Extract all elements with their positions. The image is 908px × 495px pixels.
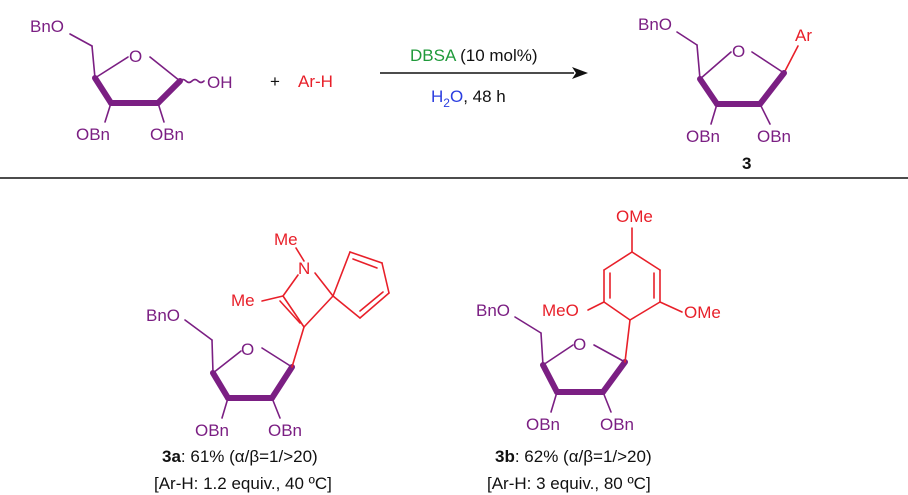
p3-obn-left: OBn	[686, 127, 720, 146]
p3b-ome-top: OMe	[616, 207, 653, 226]
p3a-n-methyl: Me	[274, 230, 298, 249]
reaction-arrow	[380, 67, 588, 79]
product-3b-structure: BnO O OBn OBn OMe MeO OMe	[476, 207, 721, 434]
p3-obn-right: OBn	[757, 127, 791, 146]
p3a-ring-oxygen: O	[241, 340, 254, 359]
caption-3b-yield-text: : 62% (α/β=1/>20)	[515, 447, 652, 466]
plus-sign: +	[270, 72, 280, 91]
p3a-indole-nitrogen: N	[298, 259, 310, 278]
caption-3a-yield: 3a: 61% (α/β=1/>20)	[162, 447, 318, 466]
p3b-meo-left: MeO	[542, 301, 579, 320]
p3b-bno-label: BnO	[476, 301, 510, 320]
solvent-conditions: H2O, 48 h	[431, 87, 506, 110]
starting-sugar: BnO O OH OBn OBn	[30, 17, 233, 144]
product-3-structure: BnO O Ar OBn OBn 3	[638, 15, 812, 173]
catalyst-loading: (10 mol%)	[455, 46, 537, 65]
caption-3b-conditions: [Ar-H: 3 equiv., 80 ºC]	[487, 474, 651, 493]
solvent-o: O	[450, 87, 463, 106]
caption-3a-yield-text: : 61% (α/β=1/>20)	[181, 447, 318, 466]
p3-aryl-label: Ar	[795, 26, 812, 45]
arene-reagent: Ar-H	[298, 72, 333, 91]
product-number: 3	[742, 154, 751, 173]
caption-3a-id: 3a	[162, 447, 181, 466]
p3a-c2-methyl: Me	[231, 291, 255, 310]
caption-3b-id: 3b	[495, 447, 515, 466]
solvent-h: H	[431, 87, 443, 106]
p3a-bno-label: BnO	[146, 306, 180, 325]
p3b-obn-left: OBn	[526, 415, 560, 434]
caption-3a-conditions: [Ar-H: 1.2 equiv., 40 ºC]	[154, 474, 332, 493]
catalyst-conditions: DBSA (10 mol%)	[410, 46, 538, 65]
catalyst-name: DBSA	[410, 46, 457, 65]
sm-obn-left: OBn	[76, 125, 110, 144]
solvent-subscript: 2	[443, 96, 450, 110]
p3b-ring-oxygen: O	[573, 335, 586, 354]
p3a-obn-right: OBn	[268, 421, 302, 440]
p3-ring-oxygen: O	[732, 42, 745, 61]
sm-ring-oxygen: O	[129, 47, 142, 66]
p3-bno-label: BnO	[638, 15, 672, 34]
product-3a-structure: BnO O OBn OBn N Me Me	[146, 230, 390, 440]
caption-3b-yield: 3b: 62% (α/β=1/>20)	[495, 447, 652, 466]
sm-bno-label: BnO	[30, 17, 64, 36]
sm-oh-label: OH	[207, 73, 233, 92]
sm-obn-right: OBn	[150, 125, 184, 144]
p3b-ome-right: OMe	[684, 303, 721, 322]
reaction-time: , 48 h	[463, 87, 506, 106]
p3b-obn-right: OBn	[600, 415, 634, 434]
p3a-obn-left: OBn	[195, 421, 229, 440]
